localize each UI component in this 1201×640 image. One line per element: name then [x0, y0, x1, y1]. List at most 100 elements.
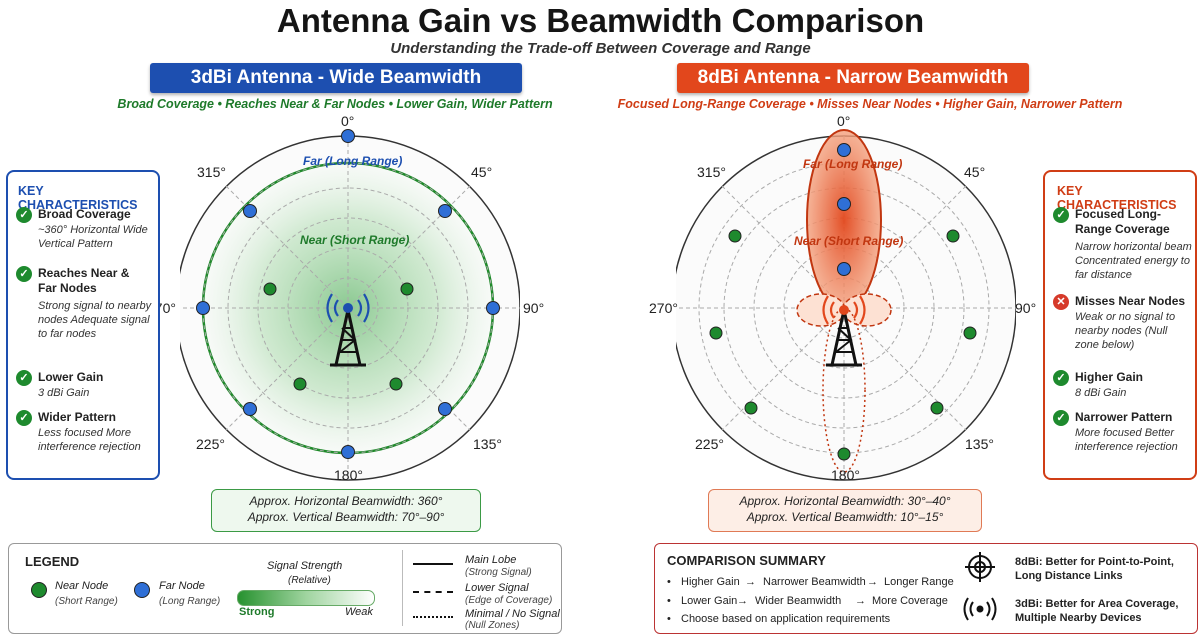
key-item-desc: Narrow horizontal beam Concentrated ener… [1075, 241, 1192, 281]
degree-45-label: 45° [964, 164, 986, 180]
near-node [400, 282, 414, 296]
key-item: ✓ Narrower Pattern More focused Better i… [1053, 410, 1193, 472]
main-lobe-line [413, 563, 453, 565]
degree-45-label: 45° [471, 164, 493, 180]
summary-cell: Lower Gain [681, 595, 738, 607]
summary-row: • Lower Gain → Wider Beamwidth → More Co… [667, 595, 948, 607]
summary-item-2-line-2: Multiple Nearby Devices [1015, 612, 1142, 624]
degree-180-label: 180° [334, 467, 363, 483]
far-node-swatch [134, 582, 150, 598]
far-node-label: Far Node [159, 580, 205, 592]
far-range-label: Far (Long Range) [803, 157, 903, 171]
key-item-desc: Strong signal to nearby nodes Adequate s… [38, 300, 152, 340]
narrow-beamwidth-box: Approx. Horizontal Beamwidth: 30°–40° Ap… [708, 489, 982, 532]
key-item: ✓ Focused Long-Range Coverage Narrow hor… [1053, 207, 1193, 287]
near-range-label: Near (Short Range) [300, 233, 410, 247]
wide-beam-banner: 3dBi Antenna - Wide Beamwidth [150, 63, 522, 93]
key-item: ✓ Lower Gain 3 dBi Gain [16, 370, 156, 406]
degree-0-label: 0° [837, 113, 851, 129]
antenna-tower-icon [822, 295, 866, 367]
far-node-sublabel: (Long Range) [159, 596, 221, 607]
key-item-head: Narrower Pattern [1075, 410, 1173, 424]
near-node-sublabel: (Short Range) [55, 596, 118, 607]
key-item-desc: 3 dBi Gain [38, 387, 90, 399]
bullet-icon: • [667, 595, 671, 607]
summary-title: COMPARISON SUMMARY [667, 553, 826, 568]
far-node [196, 301, 210, 315]
degree-0-label: 0° [341, 113, 355, 129]
far-node [243, 402, 257, 416]
key-item: ✕ Misses Near Nodes Weak or no signal to… [1053, 294, 1193, 364]
check-icon: ✓ [16, 207, 32, 223]
page-title: Antenna Gain vs Beamwidth Comparison [276, 2, 925, 39]
legend-panel: LEGEND Near Node (Short Range) Far Node … [8, 543, 562, 634]
degree-135-label: 135° [473, 436, 502, 452]
check-icon: ✓ [1053, 207, 1069, 223]
cross-icon: ✕ [1053, 294, 1069, 310]
summary-cell: Narrower Beamwidth [763, 576, 866, 588]
key-item-head: Reaches Near & Far Nodes [38, 266, 130, 295]
far-node [341, 445, 355, 459]
main-lobe-label: Main Lobe [465, 554, 517, 566]
vertical-beamwidth: Approx. Vertical Beamwidth: 10°–15° [746, 510, 944, 524]
far-node [486, 301, 500, 315]
minimal-signal-line [413, 616, 453, 618]
near-node [744, 401, 758, 415]
key-title: KEY CHARACTERISTICS [18, 184, 138, 212]
degree-315-label: 315° [197, 164, 226, 180]
key-item-desc: 8 dBi Gain [1075, 387, 1127, 399]
summary-row: • Higher Gain → Narrower Beamwidth → Lon… [667, 576, 954, 588]
wide-key-characteristics: KEY CHARACTERISTICS ✓ Broad Coverage ~36… [6, 170, 160, 480]
lower-signal-sublabel: (Edge of Coverage) [465, 595, 553, 606]
key-item-desc: Weak or no signal to nearby nodes (Null … [1075, 311, 1176, 351]
degree-270-label: 270° [649, 300, 678, 316]
arrow-icon: → [855, 595, 866, 607]
summary-cell: Higher Gain [681, 576, 740, 588]
wide-beamwidth-box: Approx. Horizontal Beamwidth: 360° Appro… [211, 489, 481, 532]
far-node [341, 129, 355, 143]
target-icon [965, 552, 995, 582]
degree-135-label: 135° [965, 436, 994, 452]
near-node [293, 377, 307, 391]
key-item-head: Lower Gain [38, 370, 104, 384]
far-range-label: Far (Long Range) [303, 154, 403, 168]
summary-cell: Wider Beamwidth [755, 595, 842, 607]
summary-note: Choose based on application requirements [681, 613, 891, 625]
lower-signal-line [413, 591, 453, 593]
side-lobe-left [796, 293, 846, 327]
near-node [709, 326, 723, 340]
key-item-desc: ~360° Horizontal Wide Vertical Pattern [38, 224, 148, 250]
main-lobe-sublabel: (Strong Signal) [465, 567, 532, 578]
far-node [243, 204, 257, 218]
summary-item-2-line-1: 3dBi: Better for Area Coverage, [1015, 598, 1179, 610]
horizontal-beamwidth: Approx. Horizontal Beamwidth: 360° [249, 494, 443, 508]
key-title: KEY CHARACTERISTICS [1057, 184, 1177, 212]
summary-item-1-line-2: Long Distance Links [1015, 570, 1123, 582]
key-item-head: Misses Near Nodes [1075, 294, 1186, 308]
key-item-head: Focused Long-Range Coverage [1075, 207, 1170, 236]
signal-strength-title: Signal Strength [267, 560, 343, 572]
far-node [438, 204, 452, 218]
key-item: ✓ Wider Pattern Less focused More interf… [16, 410, 156, 472]
legend-divider [402, 550, 403, 626]
degree-225-label: 225° [695, 436, 724, 452]
key-item: ✓ Reaches Near & Far Nodes Strong signal… [16, 266, 156, 361]
minimal-signal-sublabel: (Null Zones) [465, 620, 520, 631]
near-node-swatch [31, 582, 47, 598]
far-node [837, 143, 851, 157]
broadcast-icon [963, 594, 997, 624]
legend-title: LEGEND [25, 554, 80, 569]
horizontal-beamwidth: Approx. Horizontal Beamwidth: 30°–40° [739, 494, 951, 508]
key-item-desc: Less focused More interference rejection [38, 427, 141, 453]
summary-cell: More Coverage [872, 595, 948, 607]
degree-90-label: 90° [523, 300, 545, 316]
near-node [389, 377, 403, 391]
key-item-head: Broad Coverage [38, 207, 131, 221]
near-range-label: Near (Short Range) [794, 234, 904, 248]
check-icon: ✓ [1053, 370, 1069, 386]
signal-strength-sublabel: (Relative) [288, 575, 331, 586]
arrow-icon: → [867, 576, 878, 588]
vertical-beamwidth: Approx. Vertical Beamwidth: 70°–90° [247, 510, 445, 524]
key-item-desc: More focused Better interference rejecti… [1075, 427, 1178, 453]
near-node [946, 229, 960, 243]
